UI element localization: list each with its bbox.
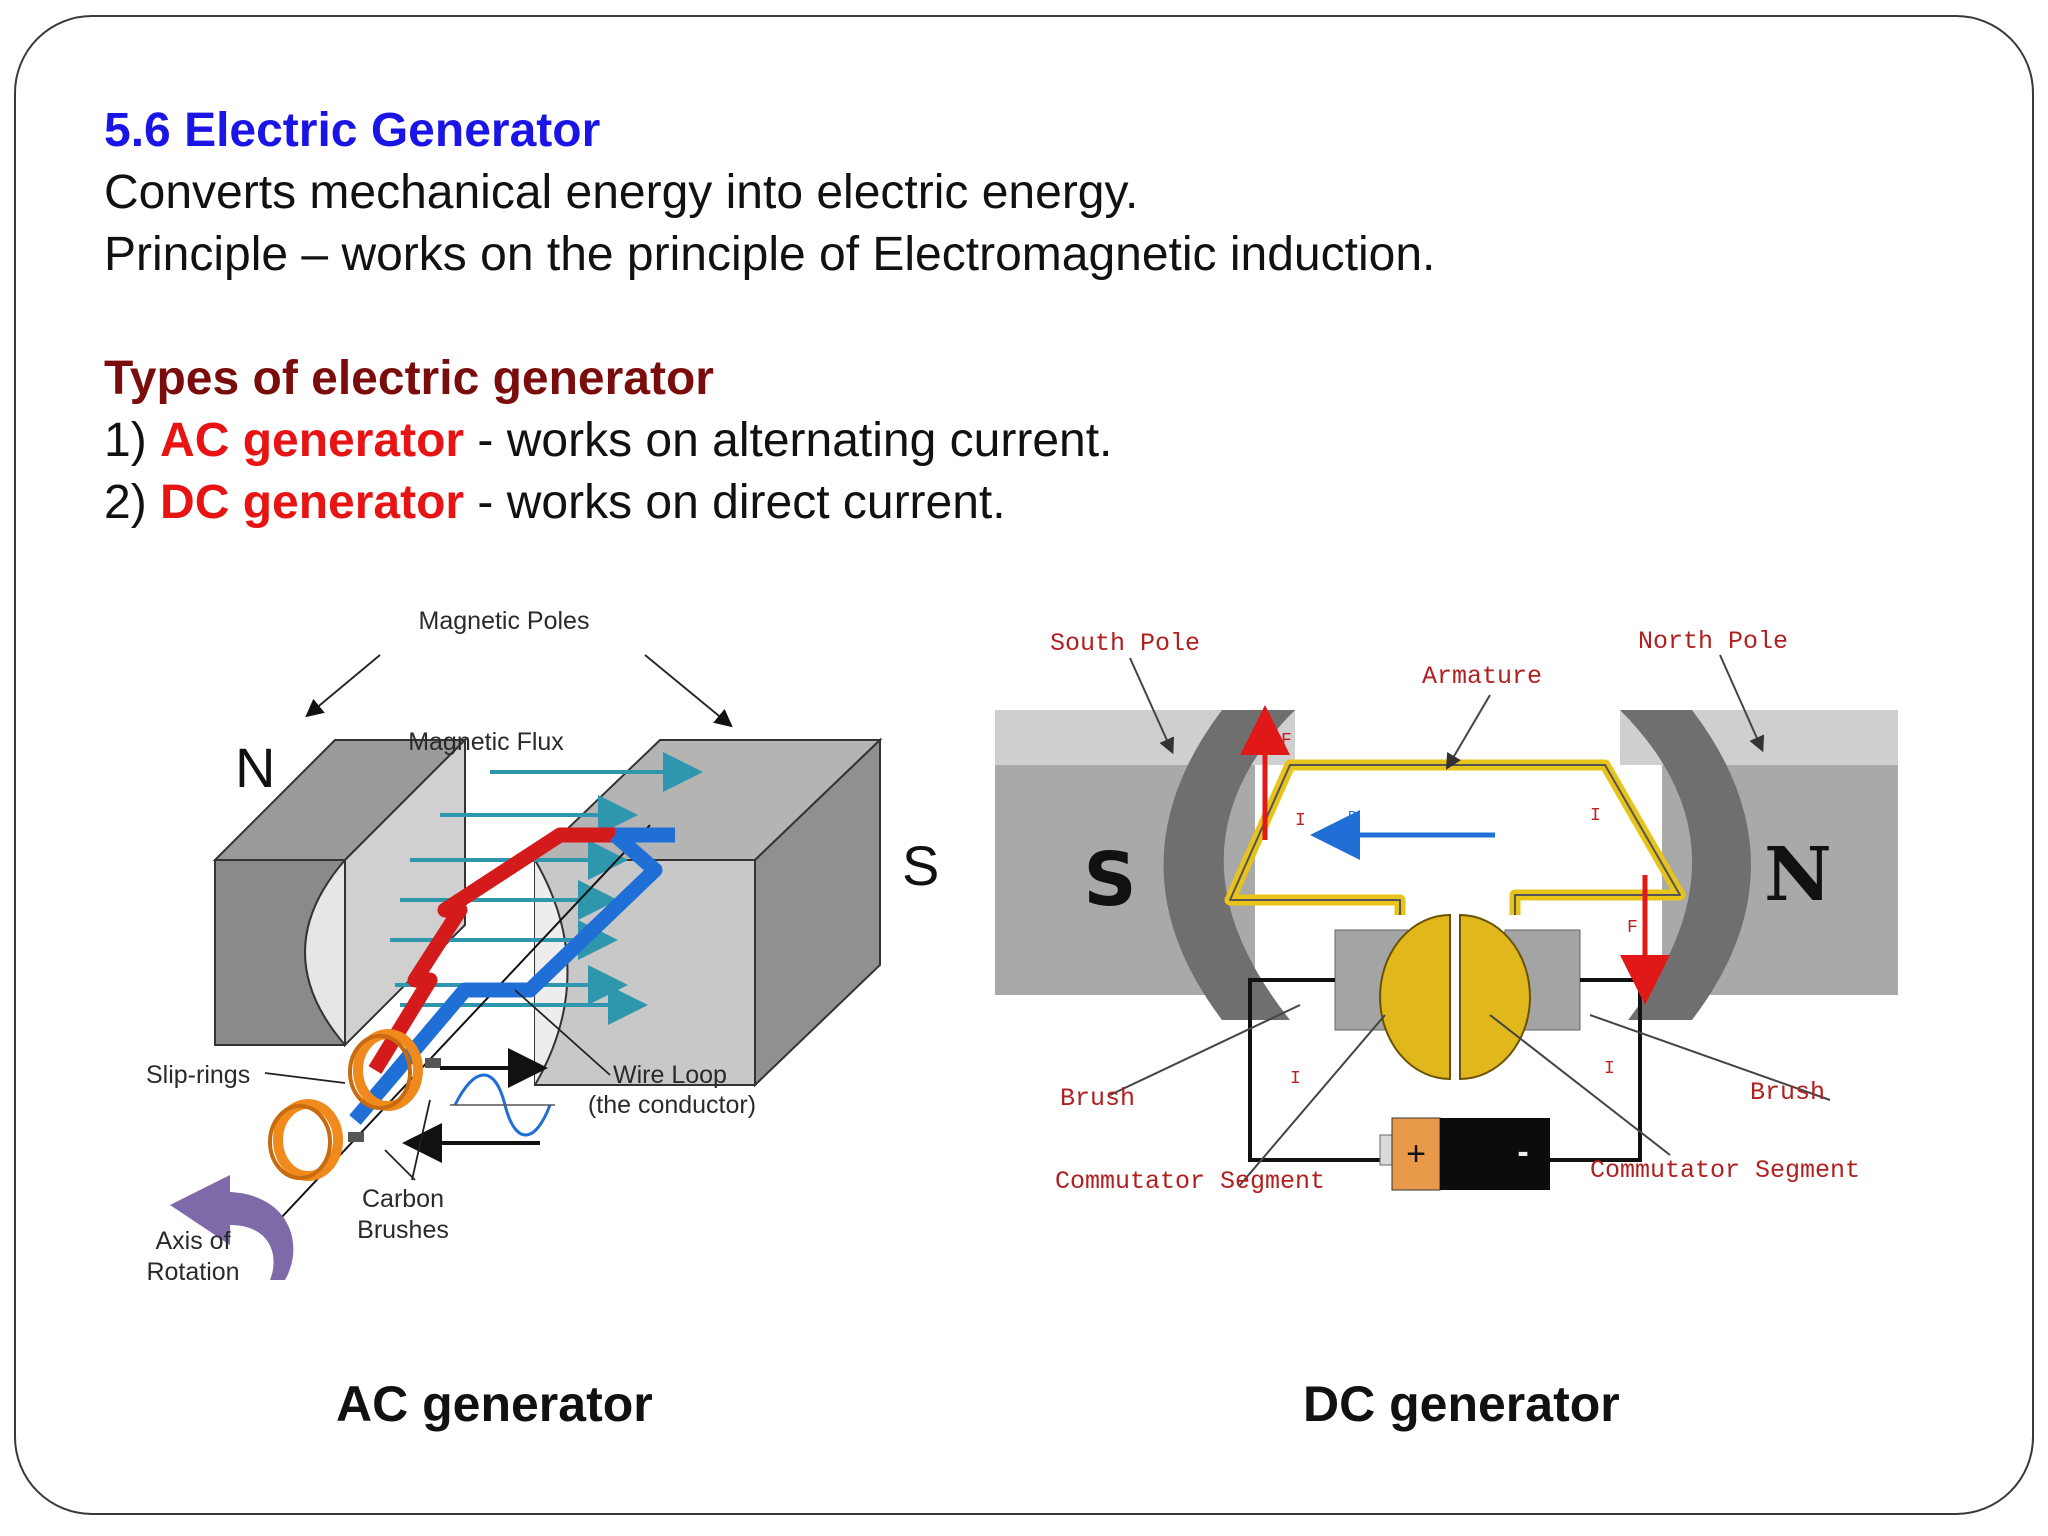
label-south: S bbox=[902, 834, 939, 897]
label-south-pole: South Pole bbox=[1050, 629, 1200, 658]
label-carbon: Carbon bbox=[362, 1185, 444, 1213]
label-rotation: Rotation bbox=[146, 1258, 239, 1286]
label-the-conductor: (the conductor) bbox=[588, 1091, 756, 1119]
label-south-letter: S bbox=[1083, 837, 1136, 923]
wire-loop-blue bbox=[349, 829, 663, 1125]
label-commutator-right: Commutator Segment bbox=[1590, 1156, 1860, 1185]
type-item-ac: 1) AC generator - works on alternating c… bbox=[104, 410, 1435, 472]
type-name: DC generator bbox=[160, 476, 465, 529]
slide-text: 5.6 Electric Generator Converts mechanic… bbox=[104, 100, 1435, 534]
armature-loop bbox=[1224, 759, 1686, 915]
label-brush-right: Brush bbox=[1750, 1078, 1825, 1107]
type-item-dc: 2) DC generator - works on direct curren… bbox=[104, 472, 1435, 534]
dc-leader-lines bbox=[1109, 654, 1831, 1186]
label-brush-left: Brush bbox=[1060, 1084, 1135, 1113]
rotation-arrow-icon bbox=[170, 1175, 294, 1280]
battery-terminal bbox=[1379, 1134, 1393, 1166]
battery-positive bbox=[1391, 1117, 1441, 1191]
caption-ac-generator: AC generator bbox=[336, 1376, 653, 1432]
leader-lines bbox=[264, 654, 733, 1181]
field-label: B bbox=[1348, 809, 1356, 825]
slip-rings bbox=[268, 1029, 423, 1181]
label-commutator-left: Commutator Segment bbox=[1055, 1167, 1325, 1196]
wire-loop-red bbox=[368, 827, 615, 1074]
label-north: N bbox=[235, 736, 275, 799]
current-label-1: I bbox=[1295, 811, 1306, 831]
circuit-wire-left bbox=[1248, 978, 1390, 1162]
label-north-letter: N bbox=[1764, 832, 1832, 918]
slide-title: 5.6 Electric Generator bbox=[104, 104, 601, 157]
ac-generator-diagram: Magnetic Poles Magnetic Flux N S Slip-ri… bbox=[146, 607, 939, 1286]
label-north-pole: North Pole bbox=[1638, 627, 1788, 656]
type-number: 2) bbox=[104, 476, 147, 529]
label-brushes: Brushes bbox=[357, 1216, 449, 1244]
north-magnet bbox=[1620, 710, 1898, 1020]
label-magnetic-poles: Magnetic Poles bbox=[419, 607, 590, 635]
commutator-left-segment bbox=[1379, 913, 1451, 1081]
carbon-brush-bottom bbox=[348, 1132, 364, 1142]
current-label-3: I bbox=[1290, 1069, 1301, 1089]
north-magnet-block bbox=[212, 737, 468, 1048]
types-heading: Types of electric generator bbox=[104, 352, 714, 405]
label-magnetic-flux: Magnetic Flux bbox=[408, 728, 564, 756]
label-axis-of: Axis of bbox=[155, 1227, 230, 1255]
force-label-2: F bbox=[1627, 918, 1638, 938]
current-label-4: I bbox=[1604, 1059, 1615, 1079]
label-armature: Armature bbox=[1422, 662, 1542, 691]
current-label-2: I bbox=[1590, 806, 1601, 826]
commutator-right-segment bbox=[1459, 913, 1531, 1081]
dc-generator-diagram: + - I I I I F F B S N South Pole North P… bbox=[995, 627, 1898, 1196]
force-label-1: F bbox=[1281, 731, 1292, 751]
label-wire-loop: Wire Loop bbox=[613, 1061, 727, 1089]
definition-line: Converts mechanical energy into electric… bbox=[104, 166, 1139, 219]
south-magnet-block bbox=[532, 737, 883, 1088]
type-desc: - works on alternating current. bbox=[464, 414, 1113, 467]
caption-dc-generator: DC generator bbox=[1303, 1376, 1620, 1432]
label-slip-rings: Slip-rings bbox=[146, 1061, 250, 1089]
type-number: 1) bbox=[104, 414, 147, 467]
principle-line: Principle – works on the principle of El… bbox=[104, 228, 1436, 281]
battery-minus: - bbox=[1517, 1133, 1528, 1171]
battery-negative bbox=[1440, 1118, 1550, 1190]
carbon-brush-top bbox=[425, 1058, 441, 1068]
type-desc: - works on direct current. bbox=[464, 476, 1006, 529]
circuit-wire-right bbox=[1545, 978, 1642, 1162]
type-name: AC generator bbox=[160, 414, 465, 467]
battery-plus: + bbox=[1406, 1135, 1426, 1173]
south-magnet bbox=[995, 710, 1295, 1020]
